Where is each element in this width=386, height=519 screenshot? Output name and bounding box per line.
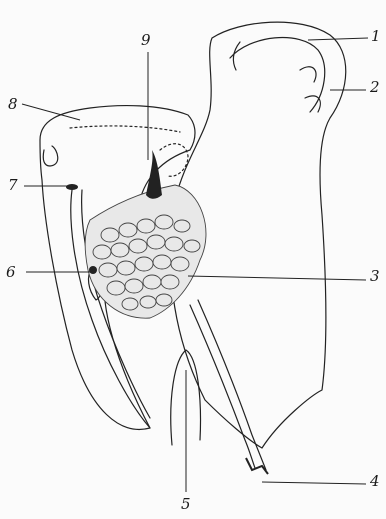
leader-3 <box>188 276 366 280</box>
dark-spot-6 <box>89 266 97 274</box>
label-7: 7 <box>8 178 18 193</box>
hook-1 <box>233 42 240 70</box>
label-2: 2 <box>370 80 380 95</box>
duct-left <box>190 305 255 468</box>
label-4: 4 <box>370 474 380 489</box>
leader-4 <box>262 482 366 484</box>
label-5: 5 <box>181 497 191 512</box>
right-lobe-inner <box>230 38 325 112</box>
hook-2 <box>300 67 316 82</box>
dotted-curve <box>160 144 188 177</box>
leader-1 <box>308 38 368 40</box>
duct-right <box>198 300 266 470</box>
label-3: 3 <box>370 269 380 284</box>
cellular-mesh <box>85 185 206 318</box>
label-9: 9 <box>141 33 151 48</box>
label-6: 6 <box>6 265 16 280</box>
label-1: 1 <box>371 29 381 44</box>
dotted-top <box>70 126 180 132</box>
dark-spot-7 <box>66 184 78 190</box>
left-lobe-lip <box>43 146 58 166</box>
label-8: 8 <box>8 97 18 112</box>
